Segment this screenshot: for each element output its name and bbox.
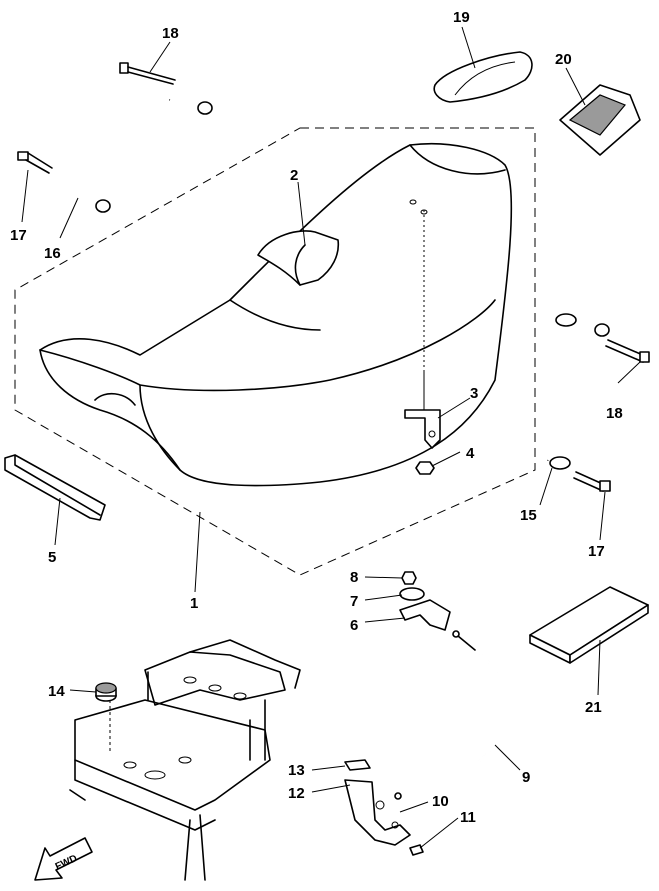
part-number-labels: 1 2 3 4 5 6 7 8 9 10 11 12 13 14 15 16 1… [10,9,623,826]
label-2: 2 [290,167,298,184]
seat-hole [409,199,417,205]
grab-bar-right [545,313,610,470]
label-6: 6 [350,617,358,634]
label-11: 11 [460,809,476,826]
label-7: 7 [350,593,358,610]
assembly-boundary [14,127,536,576]
label-13: 13 [288,762,305,779]
label-5: 5 [48,549,56,566]
label-9: 9 [522,769,530,786]
seat-lock-cable [394,630,507,800]
tool-bag [433,51,533,103]
bolt-right-upper [605,339,650,363]
label-19: 19 [453,9,470,26]
label-12: 12 [288,785,305,802]
bolt-upper-left [119,62,176,85]
label-16: 16 [44,245,61,262]
leader-lines [21,26,641,849]
label-20: 20 [555,51,572,68]
damper [95,682,117,702]
label-18-right: 18 [606,405,623,422]
label-15: 15 [520,507,537,524]
label-17-left: 17 [10,227,27,244]
label-21: 21 [585,699,602,716]
label-1: 1 [190,595,198,612]
release-lever-assembly [344,759,424,856]
label-10: 10 [432,793,449,810]
fwd-arrow: FWD [34,837,93,881]
damper-strip [4,454,106,521]
label-3: 3 [470,385,478,402]
label-18-top: 18 [162,25,179,42]
label-17-right: 17 [588,543,605,560]
nut [415,461,435,475]
label-4: 4 [466,445,475,462]
seat-hole-2 [420,209,428,215]
bolt-left [17,151,53,174]
holder [559,84,641,156]
bolt-right-lower [573,471,611,492]
frame-section [69,639,301,881]
seat [39,142,513,487]
seat-lock-assembly [399,571,451,631]
owners-manual [529,586,649,664]
seat-bracket [404,409,441,449]
label-14: 14 [48,683,65,700]
seat-strap [257,230,340,286]
label-8: 8 [350,569,358,586]
grab-bar-left [74,96,213,213]
